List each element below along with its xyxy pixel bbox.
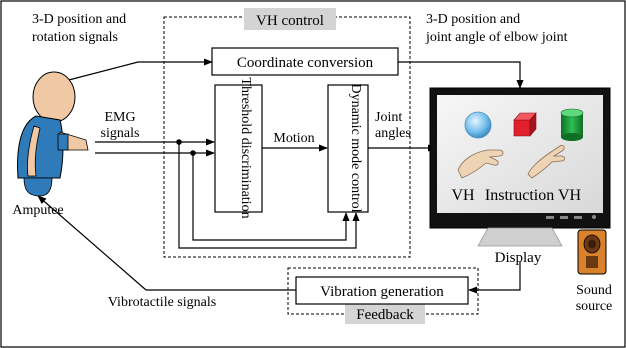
coordinate-conversion-box	[211, 47, 399, 76]
amputee-label: Amputee	[12, 203, 63, 218]
sound-source-label-2: source	[576, 299, 613, 314]
dynamic-mode-control-label: Dynamic mode control	[348, 83, 363, 212]
feedback-label: Feedback	[356, 307, 414, 323]
joint-label-1: Joint	[375, 110, 402, 125]
coordinate-conversion-label: Coordinate conversion	[237, 55, 374, 71]
instruction-vh-label: Instruction VH	[485, 187, 582, 204]
sphere-object	[464, 111, 492, 139]
vh-control-label: VH control	[256, 13, 324, 29]
vh-control-tag	[244, 8, 336, 30]
vibrotactile-line	[37, 195, 296, 291]
threshold-discrimination-label: Threshold discrimination	[238, 77, 253, 218]
pos-joint-label-2: joint angle of elbow joint	[425, 30, 568, 45]
motion-label: Motion	[273, 131, 314, 146]
emg-bypass-line-1	[178, 142, 360, 249]
vibration-generation-box	[295, 276, 469, 305]
emg-bypass-line-2	[192, 153, 350, 241]
vh-label: VH	[451, 187, 475, 204]
to-display-line	[398, 61, 524, 89]
joint-label-2: angles	[375, 126, 411, 141]
sound-source-label-1: Sound	[576, 283, 612, 298]
emg-label-1: EMG	[104, 110, 135, 125]
feedback-tag	[345, 304, 425, 324]
vibration-generation-label: Vibration generation	[320, 284, 444, 300]
display-to-vibration-line	[468, 262, 521, 294]
pos-rot-label-1: 3-D position and	[32, 12, 126, 27]
instruction-vh-hand	[527, 145, 565, 179]
amputee-figure	[17, 71, 89, 197]
pos-joint-label-1: 3-D position and	[426, 12, 520, 27]
cylinder-object	[560, 108, 584, 141]
display-monitor	[429, 87, 611, 247]
position-signal-line	[37, 58, 213, 89]
display-label: Display	[495, 250, 542, 266]
emg-label-2: signals	[101, 126, 140, 141]
sound-source-icon	[577, 229, 607, 275]
vibrotactile-label: Vibrotactile signals	[108, 295, 216, 310]
cube-object	[513, 112, 537, 137]
pos-rot-label-2: rotation signals	[32, 30, 118, 45]
vh-hand-left	[457, 149, 504, 179]
